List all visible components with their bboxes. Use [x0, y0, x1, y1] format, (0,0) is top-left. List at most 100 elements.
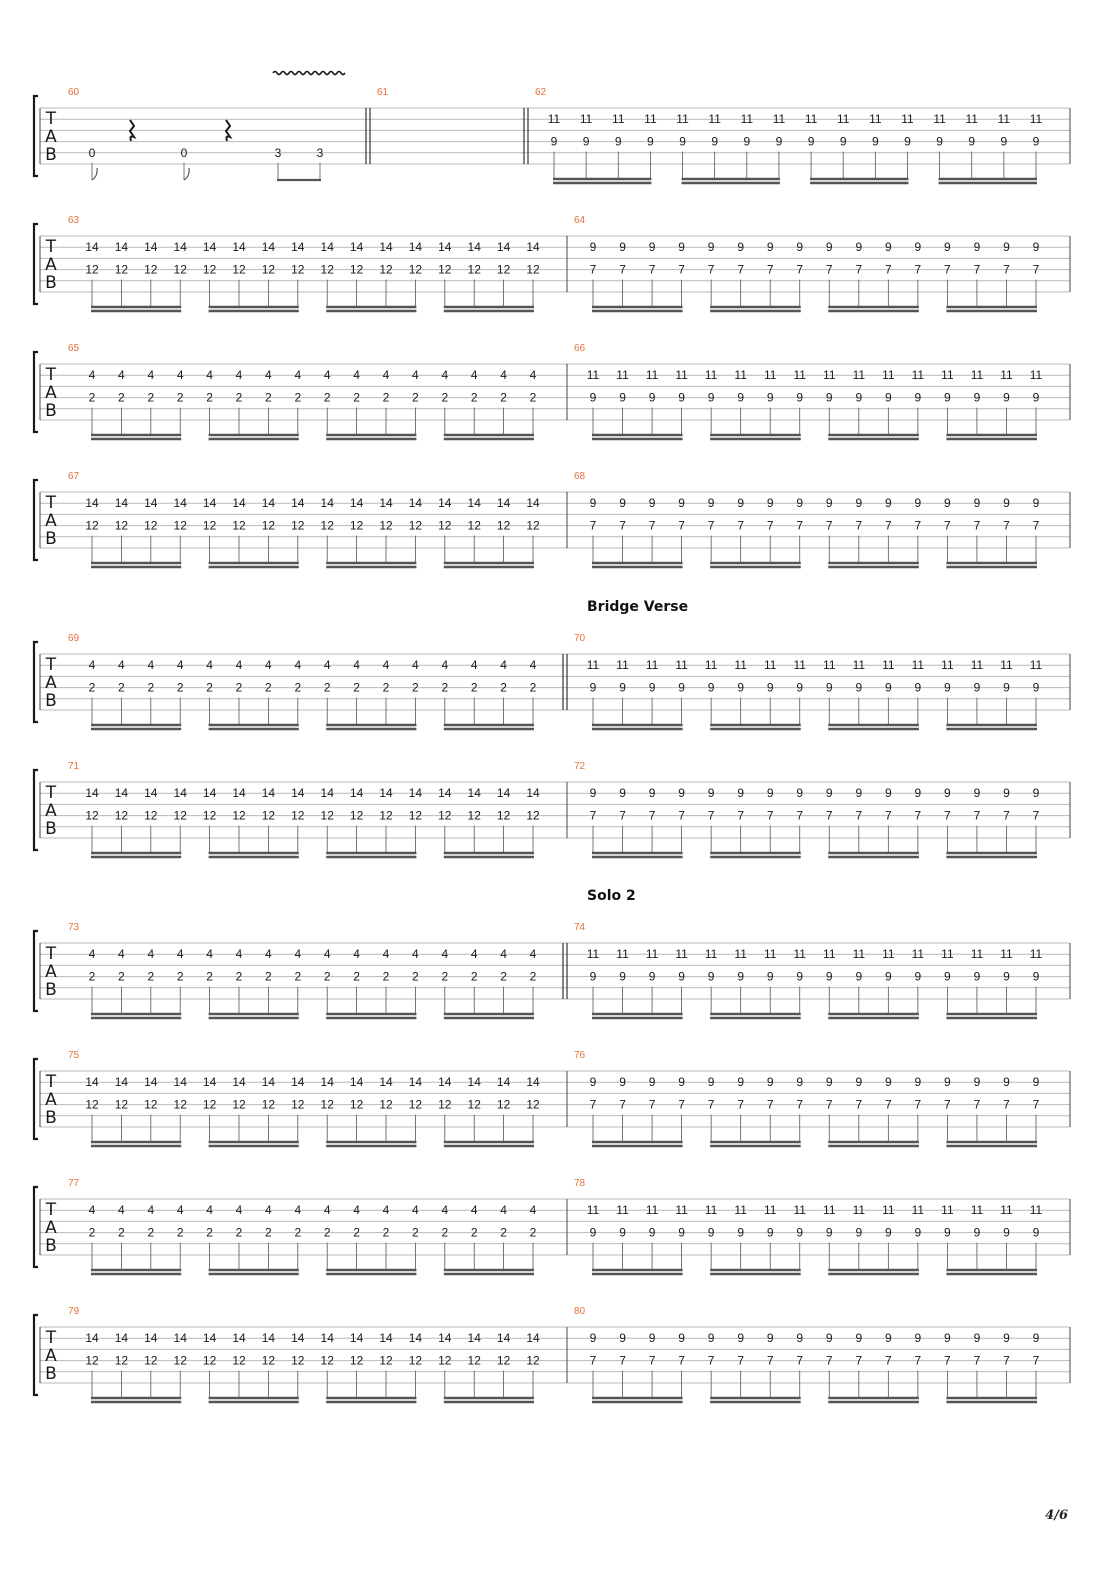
fret-number: 9 [619, 240, 626, 254]
fret-number: 11 [587, 368, 600, 382]
fret-number: 9 [944, 681, 951, 695]
fret-number: 14 [85, 786, 99, 800]
fret-number: 4 [412, 658, 419, 672]
fret-number: 9 [855, 1331, 862, 1345]
fret-number: 7 [678, 263, 685, 277]
fret-number: 11 [646, 658, 659, 672]
fret-number: 9 [583, 135, 590, 149]
fret-number: 12 [350, 1098, 364, 1112]
fret-number: 12 [291, 1354, 305, 1368]
tab-clef-letter: T [45, 1072, 57, 1092]
fret-number: 9 [826, 496, 833, 510]
fret-number: 14 [526, 786, 540, 800]
fret-number: 14 [438, 496, 452, 510]
fret-number: 9 [974, 1226, 981, 1240]
fret-number: 2 [353, 681, 360, 695]
section-label-solo-2: Solo 2 [587, 888, 636, 904]
fret-number: 2 [471, 681, 478, 695]
fret-number: 9 [649, 1331, 656, 1345]
fret-number: 14 [497, 240, 511, 254]
fret-number: 4 [383, 947, 390, 961]
fret-number: 9 [1003, 970, 1010, 984]
fret-number: 14 [262, 1331, 276, 1345]
fret-number: 12 [350, 263, 364, 277]
fret-number: 7 [1003, 263, 1010, 277]
fret-number: 7 [1033, 809, 1040, 823]
fret-number: 9 [678, 1331, 685, 1345]
fret-number: 4 [147, 368, 154, 382]
measure-number: 64 [574, 215, 586, 226]
fret-number: 14 [379, 1075, 393, 1089]
system-brace [32, 478, 38, 562]
fret-number: 14 [144, 240, 158, 254]
fret-number: 14 [438, 1331, 452, 1345]
fret-number: 14 [203, 496, 217, 510]
fret-number: 11 [1030, 947, 1043, 961]
fret-number: 4 [118, 1203, 125, 1217]
fret-number: 2 [206, 681, 213, 695]
fret-number: 9 [974, 786, 981, 800]
tab-clef-letter: B [45, 1236, 57, 1256]
fret-number: 12 [115, 809, 129, 823]
fret-number: 2 [147, 1226, 154, 1240]
fret-number: 12 [379, 809, 393, 823]
fret-number: 9 [708, 1331, 715, 1345]
fret-number: 7 [590, 1098, 597, 1112]
fret-number: 11 [705, 368, 718, 382]
fret-number: 9 [678, 1075, 685, 1089]
fret-number: 2 [294, 970, 301, 984]
fret-number: 7 [1003, 519, 1010, 533]
fret-number: 7 [1003, 1354, 1010, 1368]
system-brace [32, 640, 38, 724]
fret-number: 11 [616, 947, 629, 961]
fret-number: 2 [177, 681, 184, 695]
fret-number: 11 [823, 947, 836, 961]
fret-number: 12 [232, 263, 246, 277]
fret-number: 12 [203, 809, 217, 823]
fret-number: 7 [619, 263, 626, 277]
fret-number: 12 [526, 263, 540, 277]
system-brace [32, 1185, 38, 1269]
fret-number: 2 [265, 391, 272, 405]
fret-number: 7 [767, 519, 774, 533]
fret-number: 9 [1003, 240, 1010, 254]
fret-number: 4 [471, 658, 478, 672]
fret-number: 9 [796, 681, 803, 695]
fret-number: 4 [265, 1203, 272, 1217]
fret-number: 7 [915, 519, 922, 533]
fret-number: 12 [85, 1354, 99, 1368]
fret-number: 7 [767, 1098, 774, 1112]
fret-number: 9 [737, 1226, 744, 1240]
fret-number: 2 [412, 970, 419, 984]
system-brace [32, 929, 38, 1013]
fret-number: 14 [497, 1331, 511, 1345]
fret-number: 9 [915, 786, 922, 800]
fret-number: 4 [383, 1203, 390, 1217]
fret-number: 9 [796, 240, 803, 254]
fret-number: 9 [678, 391, 685, 405]
fret-number: 12 [291, 809, 305, 823]
fret-number: 7 [708, 1098, 715, 1112]
fret-number: 9 [855, 496, 862, 510]
fret-number: 2 [500, 681, 507, 695]
fret-number: 11 [998, 112, 1011, 126]
fret-number: 11 [965, 112, 978, 126]
fret-number: 9 [708, 681, 715, 695]
fret-number: 14 [497, 496, 511, 510]
fret-number: 11 [764, 947, 777, 961]
fret-number: 4 [89, 658, 96, 672]
fret-number: 7 [796, 809, 803, 823]
system-brace [32, 768, 38, 852]
measure-number: 62 [535, 87, 547, 98]
fret-number: 7 [649, 1354, 656, 1368]
fret-number: 12 [85, 809, 99, 823]
fret-number: 12 [321, 263, 335, 277]
fret-number: 7 [649, 519, 656, 533]
fret-number: 4 [236, 368, 243, 382]
fret-number: 4 [530, 368, 537, 382]
measure-number: 79 [68, 1306, 80, 1317]
fret-number: 14 [174, 240, 188, 254]
fret-number: 14 [232, 1075, 246, 1089]
fret-number: 4 [412, 368, 419, 382]
